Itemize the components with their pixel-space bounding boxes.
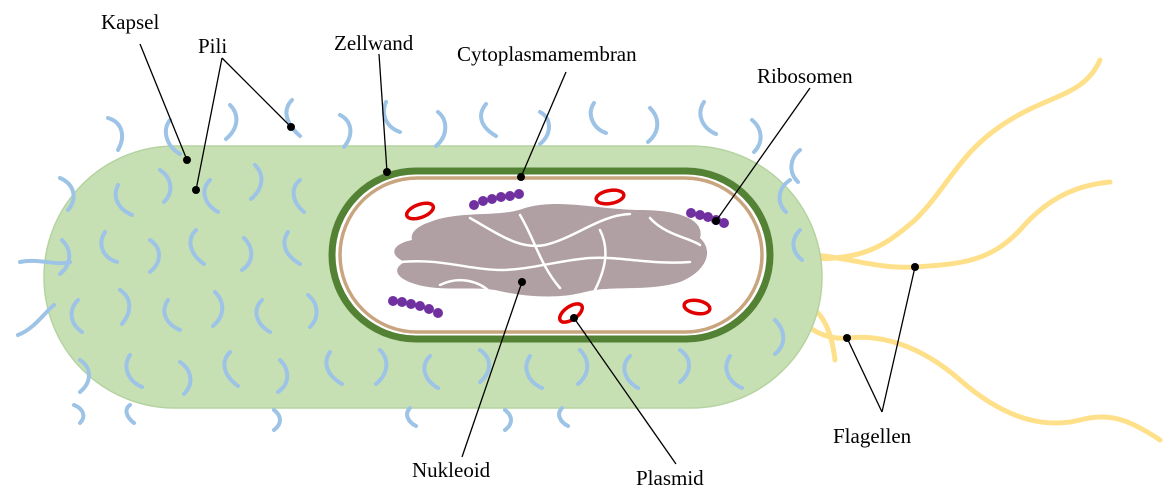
ribosome bbox=[433, 308, 443, 318]
ribosome bbox=[424, 304, 434, 314]
pilus bbox=[226, 105, 236, 139]
leader-dot-flagellen-right bbox=[911, 263, 919, 271]
pilus bbox=[286, 100, 300, 136]
label-kapsel: Kapsel bbox=[101, 10, 159, 34]
ribosome bbox=[686, 208, 696, 218]
ribosome bbox=[496, 192, 506, 202]
ribosome bbox=[469, 200, 479, 210]
pilus bbox=[648, 108, 657, 142]
pilus bbox=[559, 408, 568, 426]
label-ribosomen: Ribosomen bbox=[757, 64, 853, 88]
pilus bbox=[700, 102, 716, 134]
leader-dot-plasmid bbox=[570, 314, 578, 322]
pilus bbox=[127, 405, 134, 423]
flagellum-lower bbox=[790, 312, 1160, 440]
pilus bbox=[481, 104, 496, 136]
leader-dot-flagellen-left bbox=[843, 334, 851, 342]
pilus bbox=[20, 261, 70, 263]
leader-dot-kapsel bbox=[183, 156, 191, 164]
leader-dot-pili-right bbox=[287, 123, 295, 131]
pilus bbox=[591, 103, 606, 133]
pilus bbox=[274, 410, 280, 430]
pilus bbox=[384, 102, 400, 132]
label-cytoplasmamembran: Cytoplasmamembran bbox=[457, 42, 637, 66]
label-plasmid: Plasmid bbox=[636, 466, 704, 490]
leader-dot-pili-left bbox=[192, 186, 200, 194]
pilus bbox=[791, 150, 800, 182]
pilus bbox=[752, 120, 761, 152]
label-nukleoid: Nukleoid bbox=[412, 458, 491, 482]
pilus bbox=[108, 118, 122, 150]
pilus bbox=[74, 405, 83, 423]
ribosome bbox=[406, 299, 416, 309]
leader-dot-ribosomen bbox=[712, 217, 720, 225]
pilus bbox=[18, 305, 54, 335]
pilus bbox=[340, 115, 350, 147]
ribosome bbox=[487, 194, 497, 204]
leader-flagellen-left bbox=[847, 338, 882, 412]
ribosome bbox=[388, 296, 398, 306]
label-flagellen: Flagellen bbox=[833, 424, 912, 448]
pilus bbox=[505, 410, 511, 430]
ribosome bbox=[478, 196, 488, 206]
leader-pili-right bbox=[222, 58, 291, 127]
flagella bbox=[790, 60, 1160, 440]
ribosome bbox=[719, 218, 729, 228]
label-zellwand: Zellwand bbox=[334, 31, 414, 55]
leader-kapsel bbox=[140, 44, 187, 160]
leader-dot-zellwand bbox=[383, 168, 391, 176]
ribosome bbox=[397, 297, 407, 307]
pilus bbox=[407, 408, 416, 426]
flagellum-middle bbox=[790, 182, 1110, 267]
label-pili: Pili bbox=[198, 34, 227, 58]
flagellum-upper bbox=[790, 60, 1100, 259]
leader-dot-cytoplasmamembran bbox=[517, 173, 525, 181]
pilus bbox=[436, 112, 445, 146]
ribosome bbox=[514, 189, 524, 199]
leader-dot-nukleoid bbox=[518, 278, 526, 286]
ribosome bbox=[415, 301, 425, 311]
ribosome bbox=[505, 191, 515, 201]
